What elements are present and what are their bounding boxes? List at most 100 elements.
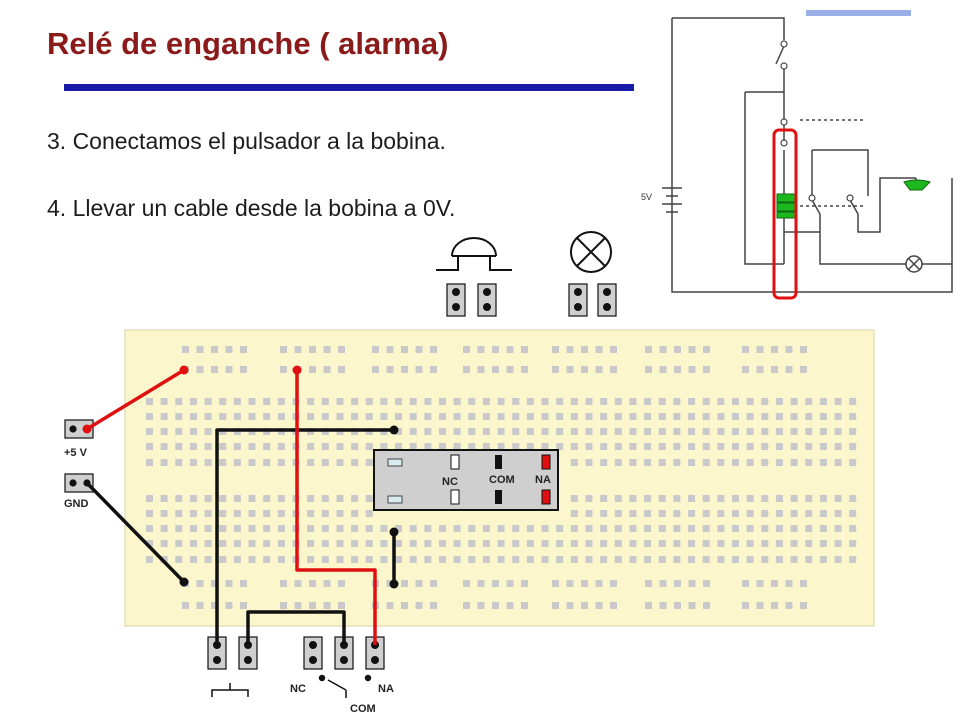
breadboard-hole bbox=[849, 428, 857, 435]
breadboard-hole bbox=[556, 428, 564, 435]
breadboard-hole bbox=[717, 556, 725, 563]
breadboard-hole bbox=[800, 366, 807, 373]
breadboard-hole bbox=[717, 413, 725, 420]
breadboard-hole bbox=[658, 540, 666, 547]
breadboard-hole bbox=[756, 580, 764, 587]
breadboard-hole bbox=[570, 428, 578, 435]
breadboard-hole bbox=[175, 428, 183, 435]
breadboard-hole bbox=[746, 443, 754, 450]
breadboard-hole bbox=[380, 413, 388, 420]
breadboard-hole bbox=[761, 495, 769, 502]
breadboard-hole bbox=[321, 413, 329, 420]
schematic bbox=[671, 17, 953, 293]
breadboard-hole bbox=[556, 540, 564, 547]
breadboard-hole bbox=[430, 366, 437, 373]
breadboard-hole bbox=[790, 525, 798, 532]
breadboard-hole bbox=[644, 443, 652, 450]
breadboard-hole bbox=[160, 525, 168, 532]
breadboard-hole bbox=[248, 510, 256, 517]
breadboard-hole bbox=[595, 602, 603, 609]
breadboard-hole bbox=[629, 556, 637, 563]
breadboard-hole bbox=[338, 602, 345, 609]
breadboard-hole bbox=[468, 540, 476, 547]
breadboard-hole bbox=[600, 443, 608, 450]
schematic-contacts bbox=[780, 40, 854, 202]
breadboard-hole bbox=[204, 525, 212, 532]
breadboard-hole bbox=[834, 510, 842, 517]
breadboard-hole bbox=[849, 510, 857, 517]
breadboard-hole bbox=[277, 556, 285, 563]
breadboard-hole bbox=[756, 366, 764, 373]
breadboard-hole bbox=[521, 580, 528, 587]
breadboard-hole bbox=[401, 580, 408, 587]
breadboard-hole bbox=[585, 459, 593, 466]
breadboard-hole bbox=[160, 428, 168, 435]
breadboard-hole bbox=[477, 346, 485, 353]
breadboard-hole bbox=[468, 525, 476, 532]
breadboard-hole bbox=[785, 580, 793, 587]
breadboard-hole bbox=[497, 428, 505, 435]
breadboard-hole bbox=[600, 525, 608, 532]
breadboard-hole bbox=[351, 510, 359, 517]
breadboard-hole bbox=[248, 495, 256, 502]
breadboard-hole bbox=[570, 413, 578, 420]
breadboard-hole bbox=[785, 602, 793, 609]
breadboard-hole bbox=[570, 443, 578, 450]
breadboard-hole bbox=[263, 459, 271, 466]
breadboard-hole bbox=[614, 525, 622, 532]
breadboard-hole bbox=[703, 366, 710, 373]
breadboard-hole bbox=[415, 346, 423, 353]
breadboard-hole bbox=[182, 602, 189, 609]
breadboard-hole bbox=[219, 495, 227, 502]
breadboard-hole bbox=[541, 540, 549, 547]
breadboard-hole bbox=[409, 428, 417, 435]
breadboard-hole bbox=[424, 525, 432, 532]
breadboard-hole bbox=[629, 540, 637, 547]
breadboard-hole bbox=[175, 443, 183, 450]
breadboard-hole bbox=[761, 413, 769, 420]
breadboard-hole bbox=[610, 580, 617, 587]
breadboard-hole bbox=[175, 525, 183, 532]
breadboard-hole bbox=[658, 398, 666, 405]
breadboard-hole bbox=[453, 443, 461, 450]
breadboard-hole bbox=[439, 540, 446, 547]
breadboard-hole bbox=[240, 580, 247, 587]
breadboard-hole bbox=[556, 525, 564, 532]
breadboard-hole bbox=[336, 459, 344, 466]
breadboard-hole bbox=[659, 580, 667, 587]
breadboard-hole bbox=[189, 556, 197, 563]
breadboard-hole bbox=[659, 346, 667, 353]
breadboard-hole bbox=[717, 443, 725, 450]
breadboard-hole bbox=[233, 540, 241, 547]
breadboard-hole bbox=[746, 428, 754, 435]
breadboard-hole bbox=[307, 525, 315, 532]
breadboard-hole bbox=[424, 428, 432, 435]
breadboard-hole bbox=[761, 443, 769, 450]
breadboard-hole bbox=[610, 346, 617, 353]
breadboard-hole bbox=[189, 413, 197, 420]
breadboard-hole bbox=[595, 580, 603, 587]
breadboard-hole bbox=[307, 495, 315, 502]
breadboard-hole bbox=[790, 413, 798, 420]
breadboard-hole bbox=[321, 495, 329, 502]
breadboard-hole bbox=[506, 366, 514, 373]
breadboard-hole bbox=[294, 602, 302, 609]
breadboard-hole bbox=[819, 413, 827, 420]
breadboard-hole bbox=[248, 443, 256, 450]
breadboard-hole bbox=[585, 443, 593, 450]
breadboard-hole bbox=[790, 428, 798, 435]
breadboard-hole bbox=[336, 525, 344, 532]
breadboard-hole bbox=[365, 459, 373, 466]
breadboard-hole bbox=[674, 346, 681, 353]
breadboard-hole bbox=[204, 459, 212, 466]
breadboard-hole bbox=[800, 346, 807, 353]
breadboard-hole bbox=[742, 602, 749, 609]
switch-icon bbox=[318, 674, 372, 698]
breadboard-hole bbox=[702, 413, 710, 420]
breadboard-hole bbox=[629, 443, 637, 450]
breadboard-hole bbox=[395, 540, 403, 547]
breadboard-hole bbox=[233, 459, 241, 466]
breadboard-hole bbox=[233, 443, 241, 450]
breadboard-hole bbox=[307, 510, 315, 517]
breadboard-hole bbox=[834, 540, 842, 547]
